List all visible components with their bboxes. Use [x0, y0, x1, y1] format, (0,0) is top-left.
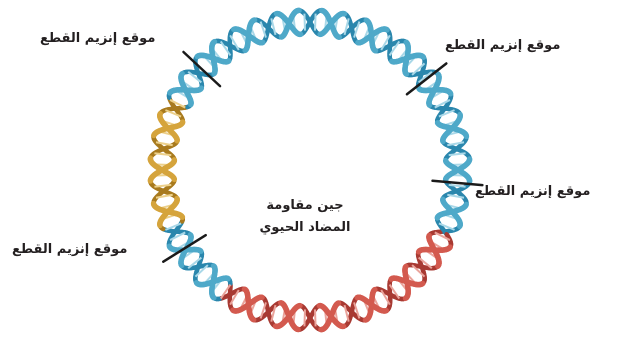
- dna-strand-segment: [406, 74, 407, 75]
- restriction-site-label-top-right: موقع إنزيم القطع: [445, 37, 560, 55]
- dna-strand-segment: [197, 283, 198, 284]
- dna-base-pair: [304, 14, 305, 31]
- restriction-site-label-top-left: موقع إنزيم القطع: [40, 30, 155, 48]
- dna-strand-segment: [214, 42, 215, 43]
- restriction-site-label-bottom-left: موقع إنزيم القطع: [12, 241, 127, 259]
- dna-base-pairs: [154, 14, 467, 327]
- dna-strand-segment: [182, 74, 183, 75]
- dna-front-strand: [150, 10, 469, 329]
- resistance-gene-label-line2: المضاد الحيوي: [230, 217, 380, 239]
- dna-strand-segment: [438, 266, 439, 267]
- dna-strand-segment: [458, 169, 460, 170]
- dna-base-pair: [315, 309, 316, 326]
- dna-base-pair: [315, 14, 316, 31]
- dna-strand-segment: [423, 57, 424, 58]
- dna-base-pair: [304, 309, 305, 326]
- resistance-gene-label-line1: جين مقاومة: [230, 195, 380, 217]
- restriction-site-label-right: موقع إنزيم القطع: [475, 183, 590, 201]
- dna-strand-segment: [406, 298, 407, 299]
- dna-strand-segment: [214, 266, 215, 267]
- resistance-gene-label: جين مقاومة المضاد الحيوي: [230, 195, 380, 239]
